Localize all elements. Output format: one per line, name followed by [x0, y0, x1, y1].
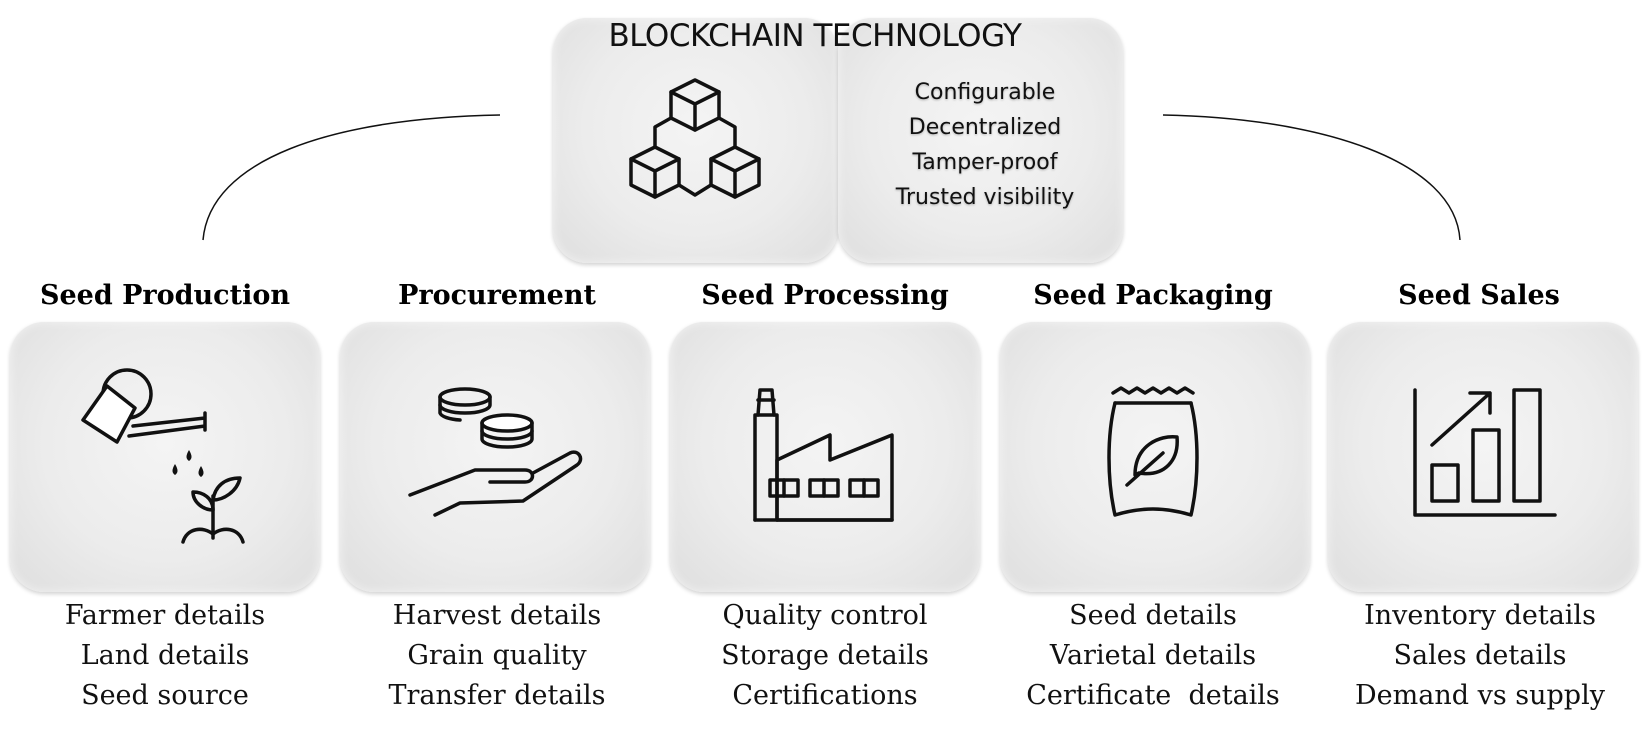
stage-details-seed-packaging: Seed details Varietal details Certificat…: [983, 596, 1323, 716]
blockchain-features-card: [838, 18, 1123, 263]
detail-line: Harvest details: [392, 600, 602, 631]
detail-line: Quality control: [722, 600, 928, 631]
detail-line: Certifications: [732, 680, 918, 711]
stage-title-seed-packaging: Seed Packaging: [1033, 280, 1273, 311]
right-connector-arc: [1162, 114, 1461, 241]
detail-line: Storage details: [721, 640, 929, 671]
detail-line: Land details: [80, 640, 250, 671]
detail-line: Farmer details: [64, 600, 266, 631]
stage-card-seed-sales: [1328, 322, 1638, 592]
stage-title-procurement: Procurement: [398, 280, 596, 311]
hub-title: BLOCKCHAIN TECHNOLOGY: [608, 18, 1022, 54]
detail-line: Certificate details: [1026, 680, 1280, 711]
stage-title-seed-processing: Seed Processing: [701, 280, 949, 311]
stage-details-seed-production: Farmer details Land details Seed source: [0, 596, 335, 716]
stage-details-seed-processing: Quality control Storage details Certific…: [655, 596, 995, 716]
detail-line: Demand vs supply: [1355, 680, 1605, 711]
detail-line: Transfer details: [388, 680, 606, 711]
detail-line: Varietal details: [1049, 640, 1257, 671]
stage-card-seed-production: [10, 322, 320, 592]
stage-details-procurement: Harvest details Grain quality Transfer d…: [327, 596, 667, 716]
detail-line: Seed source: [81, 680, 249, 711]
detail-line: Sales details: [1393, 640, 1567, 671]
feature-tamper-proof: Tamper-proof: [912, 150, 1058, 175]
stage-card-seed-processing: [670, 322, 980, 592]
detail-line: Inventory details: [1364, 600, 1596, 631]
stage-title-seed-production: Seed Production: [40, 280, 290, 311]
stage-details-seed-sales: Inventory details Sales details Demand v…: [1310, 596, 1648, 716]
stage-card-procurement: [340, 322, 650, 592]
detail-line: Grain quality: [407, 640, 587, 671]
stage-card-seed-packaging: [1000, 322, 1310, 592]
blockchain-icon-card: [553, 18, 838, 263]
factory-icon: [753, 388, 894, 522]
hand-coins-icon: [408, 387, 583, 517]
feature-decentralized: Decentralized: [908, 115, 1062, 140]
bar-chart-growth-icon: [1413, 388, 1557, 517]
seed-bag-icon: [1107, 386, 1199, 517]
feature-configurable: Configurable: [914, 80, 1056, 105]
watering-can-sprout-icon: [81, 368, 245, 544]
left-connector-arc: [202, 114, 501, 241]
detail-line: Seed details: [1069, 600, 1237, 631]
feature-trusted-visibility: Trusted visibility: [895, 185, 1075, 210]
blockchain-cubes-icon: [629, 78, 761, 199]
hub-features: Configurable Decentralized Tamper-proof …: [840, 75, 1130, 215]
stage-title-seed-sales: Seed Sales: [1398, 280, 1560, 311]
